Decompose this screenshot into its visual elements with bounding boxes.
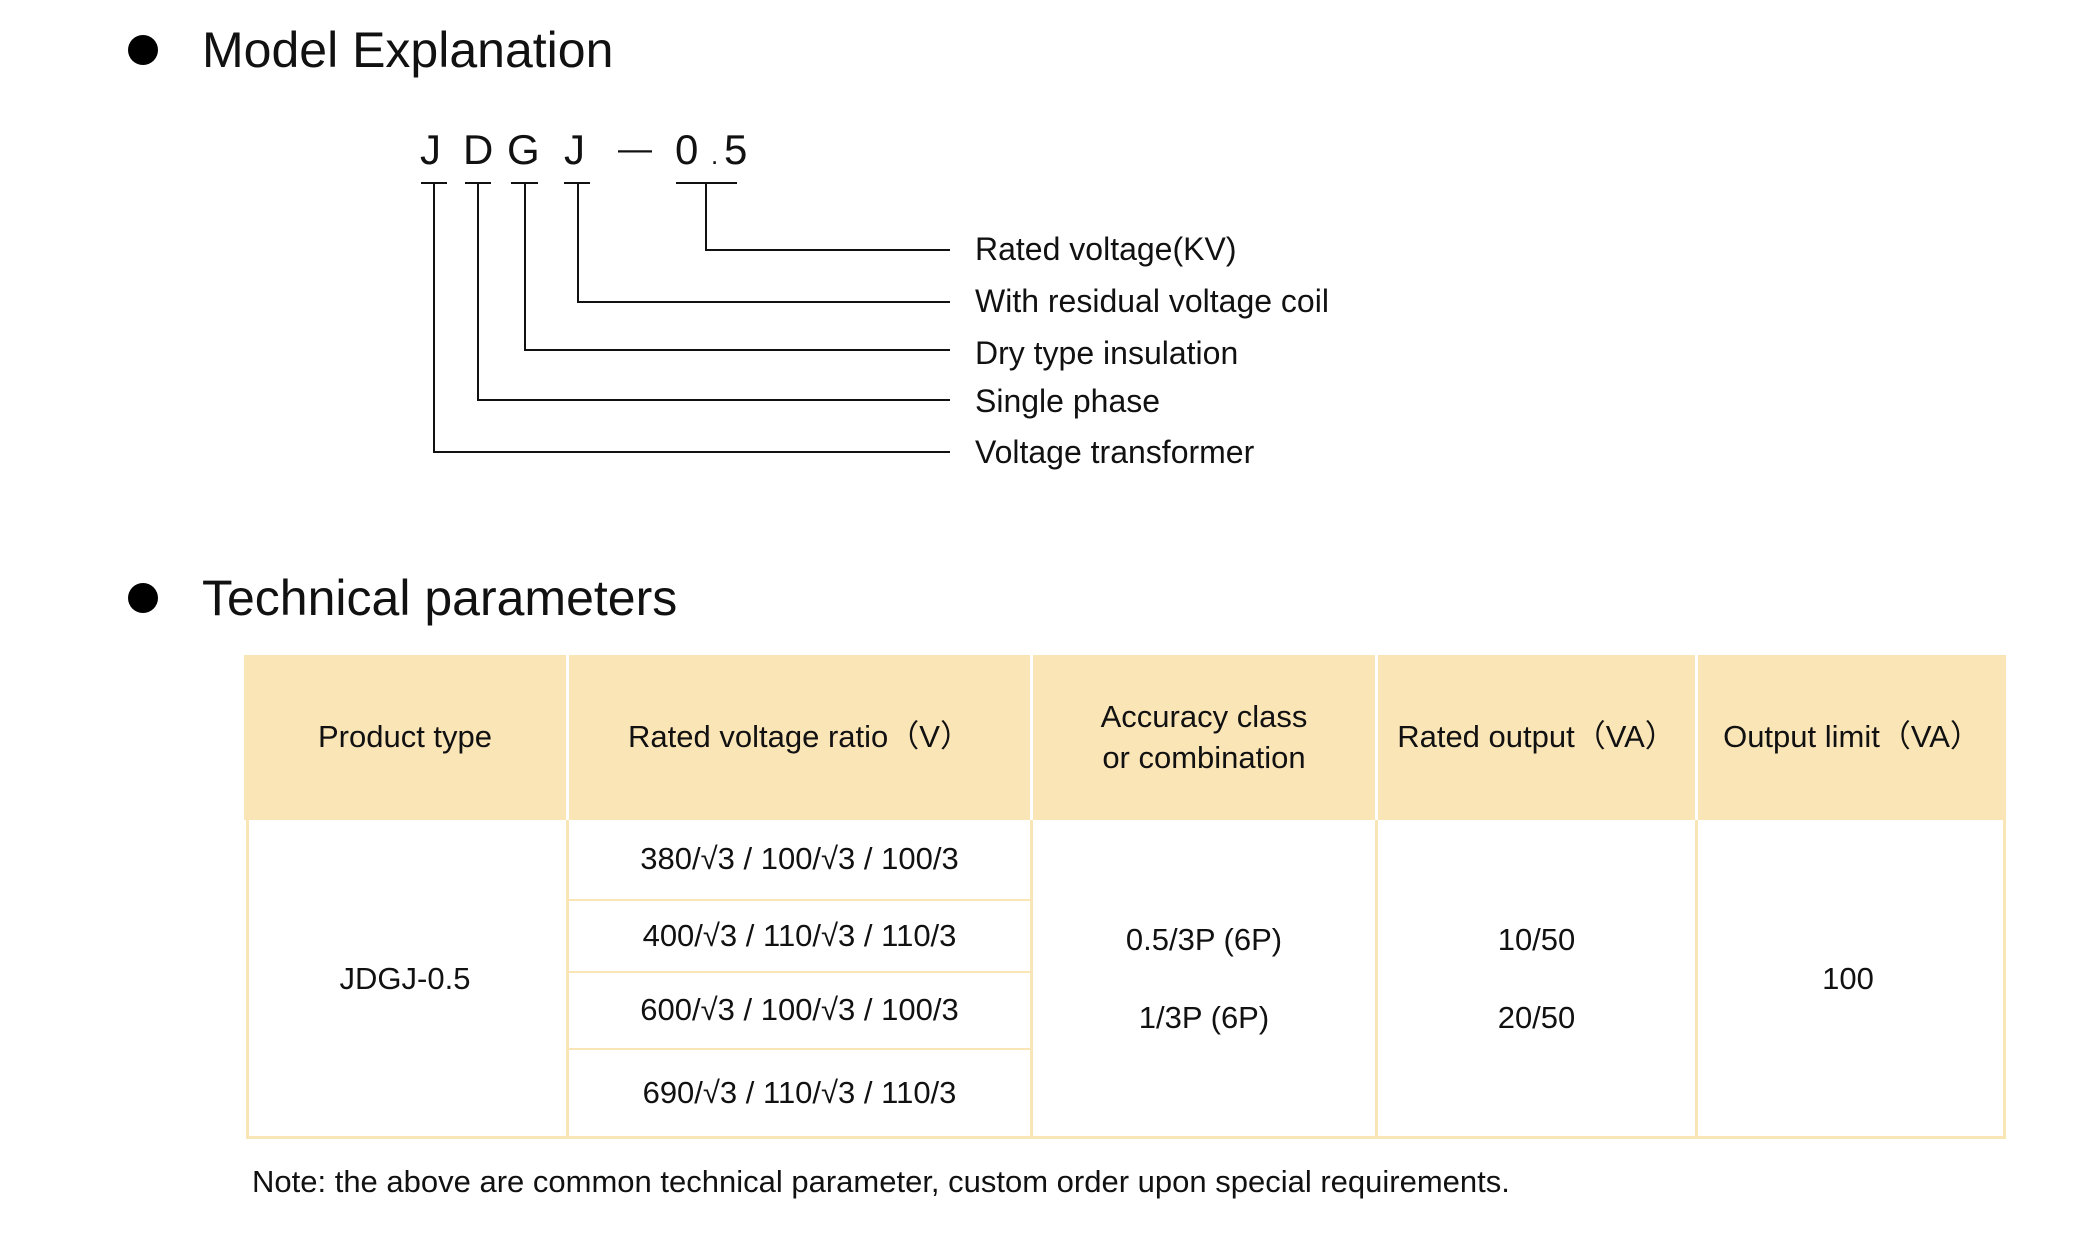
code-char-j2: J bbox=[564, 126, 585, 173]
code-char-dash: — bbox=[618, 130, 652, 168]
column-divider bbox=[1695, 655, 1698, 820]
row-divider bbox=[566, 899, 1033, 901]
column-divider bbox=[566, 820, 569, 1139]
desc-voltage-transformer: Voltage transformer bbox=[975, 434, 1255, 470]
voltage-ratio-row-1: 380/√3 / 100/√3 / 100/3 bbox=[640, 841, 959, 877]
code-char-dot: . bbox=[711, 140, 718, 170]
model-explanation-heading: Model Explanation bbox=[128, 25, 613, 75]
section-title: Technical parameters bbox=[202, 570, 678, 626]
header-accuracy-class: Accuracy class or combination bbox=[1100, 699, 1308, 775]
desc-dry-insulation: Dry type insulation bbox=[975, 335, 1238, 371]
desc-single-phase: Single phase bbox=[975, 383, 1160, 419]
voltage-ratio-row-3: 600/√3 / 100/√3 / 100/3 bbox=[640, 992, 959, 1028]
code-char-5: 5 bbox=[724, 126, 747, 173]
code-char-d: D bbox=[463, 126, 493, 173]
column-divider bbox=[1030, 655, 1033, 820]
code-char-0: 0 bbox=[675, 126, 698, 173]
column-divider bbox=[1375, 655, 1378, 820]
model-code: J D G J — 0 . 5 bbox=[420, 126, 747, 173]
table-header-row bbox=[244, 655, 2006, 820]
rated-output-value-2: 20/50 bbox=[1497, 999, 1576, 1035]
output-limit-value: 100 bbox=[1822, 961, 1874, 997]
column-divider bbox=[1375, 820, 1378, 1139]
desc-residual-coil: With residual voltage coil bbox=[975, 283, 1329, 319]
row-divider bbox=[566, 971, 1033, 973]
header-output-limit: Output limit（VA） bbox=[1723, 719, 1981, 755]
header-rated-output: Rated output（VA） bbox=[1397, 719, 1676, 755]
section-title: Model Explanation bbox=[202, 22, 614, 78]
row-divider bbox=[566, 1048, 1033, 1050]
voltage-ratio-row-2: 400/√3 / 110/√3 / 110/3 bbox=[642, 917, 957, 953]
header-voltage-ratio: Rated voltage ratio（V） bbox=[628, 719, 971, 755]
bullet-icon bbox=[128, 35, 158, 65]
product-type-value: JDGJ-0.5 bbox=[339, 961, 471, 997]
technical-parameters-heading: Technical parameters bbox=[128, 573, 677, 623]
model-code-diagram: J D G J — 0 . 5 Rated voltage(KV) With r… bbox=[420, 126, 1329, 470]
voltage-ratio-row-4: 690/√3 / 110/√3 / 110/3 bbox=[642, 1074, 957, 1110]
parameters-table: Product type Rated voltage ratio（V） Accu… bbox=[244, 655, 2006, 1139]
footnote: Note: the above are common technical par… bbox=[252, 1164, 1510, 1199]
rated-output-value-1: 10/50 bbox=[1497, 921, 1576, 957]
column-divider bbox=[566, 655, 569, 820]
bullet-icon bbox=[128, 583, 158, 613]
column-divider bbox=[1695, 820, 1698, 1139]
column-divider bbox=[1030, 820, 1033, 1139]
table-body-frame bbox=[246, 820, 2006, 1139]
accuracy-value-1: 0.5/3P (6P) bbox=[1125, 921, 1283, 957]
code-descriptions: Rated voltage(KV) With residual voltage … bbox=[975, 231, 1329, 470]
header-product-type: Product type bbox=[317, 719, 493, 755]
leader-lines bbox=[421, 182, 950, 453]
code-char-j1: J bbox=[420, 126, 441, 173]
accuracy-value-2: 1/3P (6P) bbox=[1138, 999, 1270, 1035]
desc-rated-voltage: Rated voltage(KV) bbox=[975, 231, 1236, 267]
code-char-g: G bbox=[507, 126, 540, 173]
